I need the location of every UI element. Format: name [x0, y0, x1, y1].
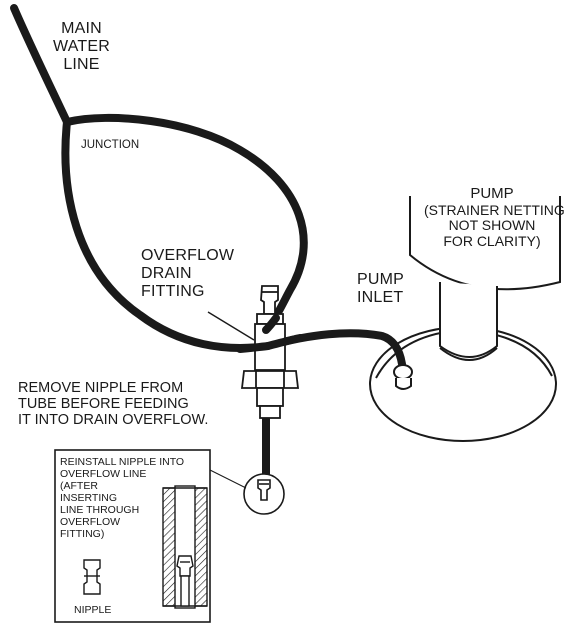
- detail-magnifier: [243, 473, 285, 515]
- label-line: FITTING: [141, 282, 205, 300]
- label-line: INLET: [357, 288, 404, 306]
- label-main-water-line: MAIN WATER LINE: [53, 20, 110, 74]
- pump-neck: [439, 282, 498, 358]
- cutaway-fitting: [162, 485, 208, 609]
- label-pump-inlet: PUMP INLET: [357, 271, 404, 307]
- pump-inlet-barb: [393, 364, 413, 390]
- label-line: LINE: [63, 55, 100, 73]
- label-line: TUBE BEFORE FEEDING: [18, 396, 189, 413]
- label-line: LINE THROUGH: [60, 504, 140, 517]
- fitting-leader: [207, 311, 255, 341]
- label-reinstall: REINSTALL NIPPLE INTO OVERFLOW LINE (AFT…: [60, 456, 184, 540]
- label-line: IT INTO DRAIN OVERFLOW.: [18, 412, 209, 429]
- label-nipple: NIPPLE: [74, 604, 112, 616]
- label-line: OVERFLOW LINE: [60, 468, 147, 481]
- label-line: NOT SHOWN: [448, 217, 536, 234]
- fitting-nipple: [260, 285, 279, 315]
- label-pump: PUMP (STRAINER NETTING NOT SHOWN FOR CLA…: [424, 185, 565, 250]
- label-line: INSERTING: [60, 492, 117, 505]
- label-junction: JUNCTION: [81, 139, 140, 151]
- label-remove-nipple: REMOVE NIPPLE FROM TUBE BEFORE FEEDING I…: [18, 380, 208, 429]
- loop-upper: [63, 113, 308, 332]
- loop-left: [61, 118, 272, 352]
- label-line: WATER: [53, 37, 110, 55]
- label-line: REINSTALL NIPPLE INTO: [60, 456, 185, 468]
- tube-overlap: [236, 314, 304, 353]
- label-line: FITTING): [60, 528, 105, 541]
- magnifier-leader: [209, 469, 247, 489]
- label-line: (AFTER: [60, 480, 98, 493]
- pump: [369, 196, 561, 442]
- label-line: OVERFLOW: [60, 516, 121, 529]
- fitting-nut: [240, 370, 300, 389]
- nipple-part: [83, 559, 101, 595]
- label-line: OVERFLOW: [141, 247, 235, 264]
- label-line: MAIN: [61, 20, 102, 37]
- detail-inset: [54, 449, 211, 623]
- label-line: PUMP: [357, 271, 405, 288]
- label-overflow-drain-fitting: OVERFLOW DRAIN FITTING: [141, 247, 234, 301]
- label-line: (STRAINER NETTING: [424, 201, 565, 218]
- overflow-drain-fitting: [240, 285, 300, 419]
- label-line: DRAIN: [141, 264, 192, 282]
- label-line: PUMP: [470, 185, 514, 202]
- label-line: REMOVE NIPPLE FROM: [18, 380, 184, 396]
- label-line: FOR CLARITY): [443, 233, 541, 250]
- main-water-line: [10, 4, 71, 126]
